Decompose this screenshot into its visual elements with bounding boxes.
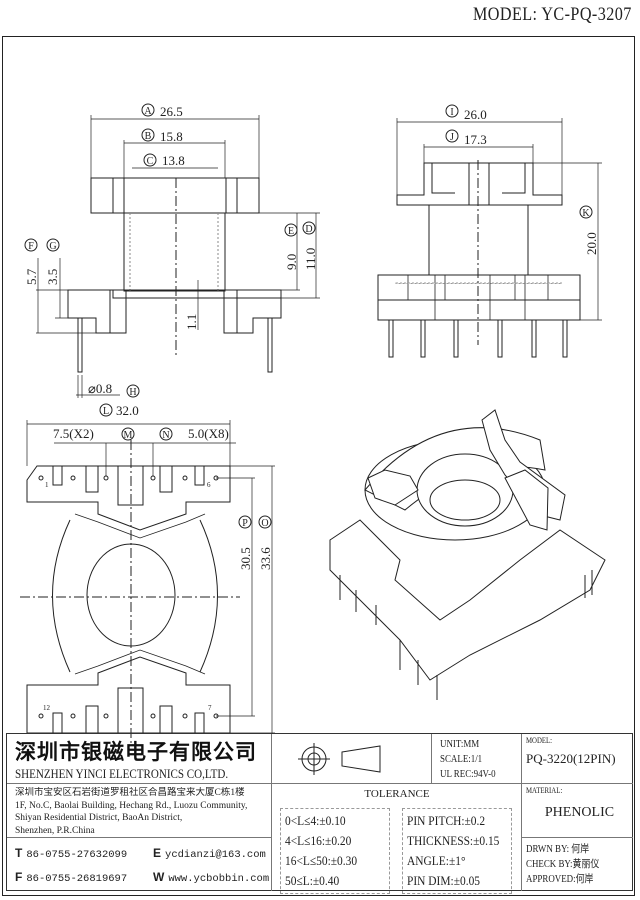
svg-text:M: M	[124, 430, 133, 441]
dim-i: 26.0	[464, 107, 487, 122]
model-header: MODEL: YC-PQ-3207	[473, 4, 632, 25]
svg-text:O: O	[261, 518, 268, 529]
pin-label-6: 6	[207, 481, 211, 489]
material-label: MATERIAL:	[526, 786, 563, 795]
model-value: PQ-3220(12PIN)	[526, 751, 616, 766]
dim-pitch-x2: 7.5(X2)	[53, 426, 94, 441]
web-label: W	[153, 870, 165, 884]
pin-label-7: 7	[208, 704, 212, 712]
unit: UNIT:MM	[440, 739, 480, 750]
model-label: MODEL:	[526, 736, 553, 745]
company-name-en: SHENZHEN YINCI ELECTRONICS CO,LTD.	[15, 766, 229, 781]
company-name-cn: 深圳市银磁电子有限公司	[15, 739, 257, 764]
tolerance-row: PIN PITCH:±0.2	[407, 813, 486, 828]
tolerance-row: 4<L≤16:±0.20	[285, 833, 352, 848]
bottom-view	[20, 420, 275, 745]
side-view	[377, 118, 602, 358]
dim-j: 17.3	[464, 132, 487, 147]
tolerance-row: ANGLE:±1°	[407, 853, 466, 868]
ul-rating: UL REC:94V-0	[440, 769, 496, 780]
tolerance-row: 50≤L:±0.40	[285, 873, 340, 888]
svg-text:A: A	[144, 106, 152, 117]
dim-e: 9.0	[284, 254, 299, 270]
svg-text:N: N	[162, 430, 169, 441]
projection-symbol	[271, 734, 431, 783]
front-view	[36, 115, 320, 398]
svg-text:H: H	[129, 387, 136, 398]
dim-o: 33.6	[258, 547, 273, 570]
tolerance-row: THICKNESS:±0.15	[407, 833, 500, 848]
isometric-view	[329, 409, 606, 700]
dim-k: 20.0	[584, 232, 599, 255]
svg-text:E: E	[288, 226, 294, 237]
svg-text:J: J	[450, 132, 454, 143]
dim-f: 5.7	[24, 268, 39, 285]
dim-h: ⌀0.8	[88, 381, 112, 396]
address-line: Shenzhen, P.R.China	[15, 825, 95, 836]
drawing-frame	[2, 36, 635, 896]
dim-circled-letters: A B C E D F G H I J K L M N P O	[24, 103, 593, 529]
dim-d: 11.0	[303, 248, 318, 270]
dim-c: 13.8	[162, 153, 185, 168]
svg-text:F: F	[28, 241, 34, 252]
svg-text:P: P	[242, 518, 248, 529]
svg-text:I: I	[450, 107, 453, 118]
tolerance-title: TOLERANCE	[364, 788, 430, 800]
website-link[interactable]: www.ycbobbin.com	[168, 873, 270, 885]
address-line: Shiyan Residential District, BaoAn Distr…	[15, 813, 183, 823]
svg-text:B: B	[145, 131, 152, 142]
drawn-by: DRWN BY: 何岸	[526, 844, 590, 855]
approved-by: APPROVED:何岸	[526, 874, 594, 885]
address-line: 1F, No.C, Baolai Building, Hechang Rd., …	[15, 800, 248, 811]
tolerance-row: 0<L≤4:±0.10	[285, 813, 346, 828]
dim-center: 1.1	[184, 314, 199, 330]
fax-number: 86-0755-26819697	[26, 873, 128, 885]
address-line: 深圳市宝安区石岩街道罗租社区合昌路宝来大厦C栋1楼	[15, 788, 245, 798]
tolerance-row: 16<L≤50:±0.30	[285, 853, 358, 868]
tolerance-length-table: 0<L≤4:±0.10 4<L≤16:±0.20 16<L≤50:±0.30 5…	[280, 808, 390, 894]
scale: SCALE:1/1	[440, 754, 483, 765]
tolerance-row: PIN DIM:±0.05	[407, 873, 481, 888]
material-value: PHENOLIC	[544, 805, 615, 820]
dim-b: 15.8	[160, 129, 183, 144]
tel-label: T	[15, 846, 23, 860]
third-angle-projection-icon	[298, 743, 381, 775]
svg-text:D: D	[305, 224, 312, 235]
dim-a: 26.5	[160, 104, 183, 119]
svg-text:K: K	[582, 208, 590, 219]
svg-text:C: C	[147, 156, 154, 167]
checked-by: CHECK BY:黄丽仪	[526, 859, 600, 870]
email-link[interactable]: ycdianzi@163.com	[165, 849, 266, 861]
pin-label-1: 1	[45, 481, 49, 489]
email-label: E	[153, 846, 162, 860]
tel-number: 86-0755-27632099	[26, 849, 128, 861]
fax-label: F	[15, 870, 23, 884]
tolerance-other-table: PIN PITCH:±0.2 THICKNESS:±0.15 ANGLE:±1°…	[402, 808, 512, 894]
pin-label-12: 12	[43, 704, 51, 712]
title-block: 深圳市银磁电子有限公司 SHENZHEN YINCI ELECTRONICS C…	[6, 733, 633, 894]
svg-text:L: L	[103, 406, 109, 417]
svg-text:G: G	[49, 241, 56, 252]
dim-g: 3.5	[45, 269, 60, 285]
dim-p: 30.5	[238, 547, 253, 570]
dim-pitch-x8: 5.0(X8)	[188, 426, 229, 441]
dim-l: 32.0	[116, 403, 139, 418]
